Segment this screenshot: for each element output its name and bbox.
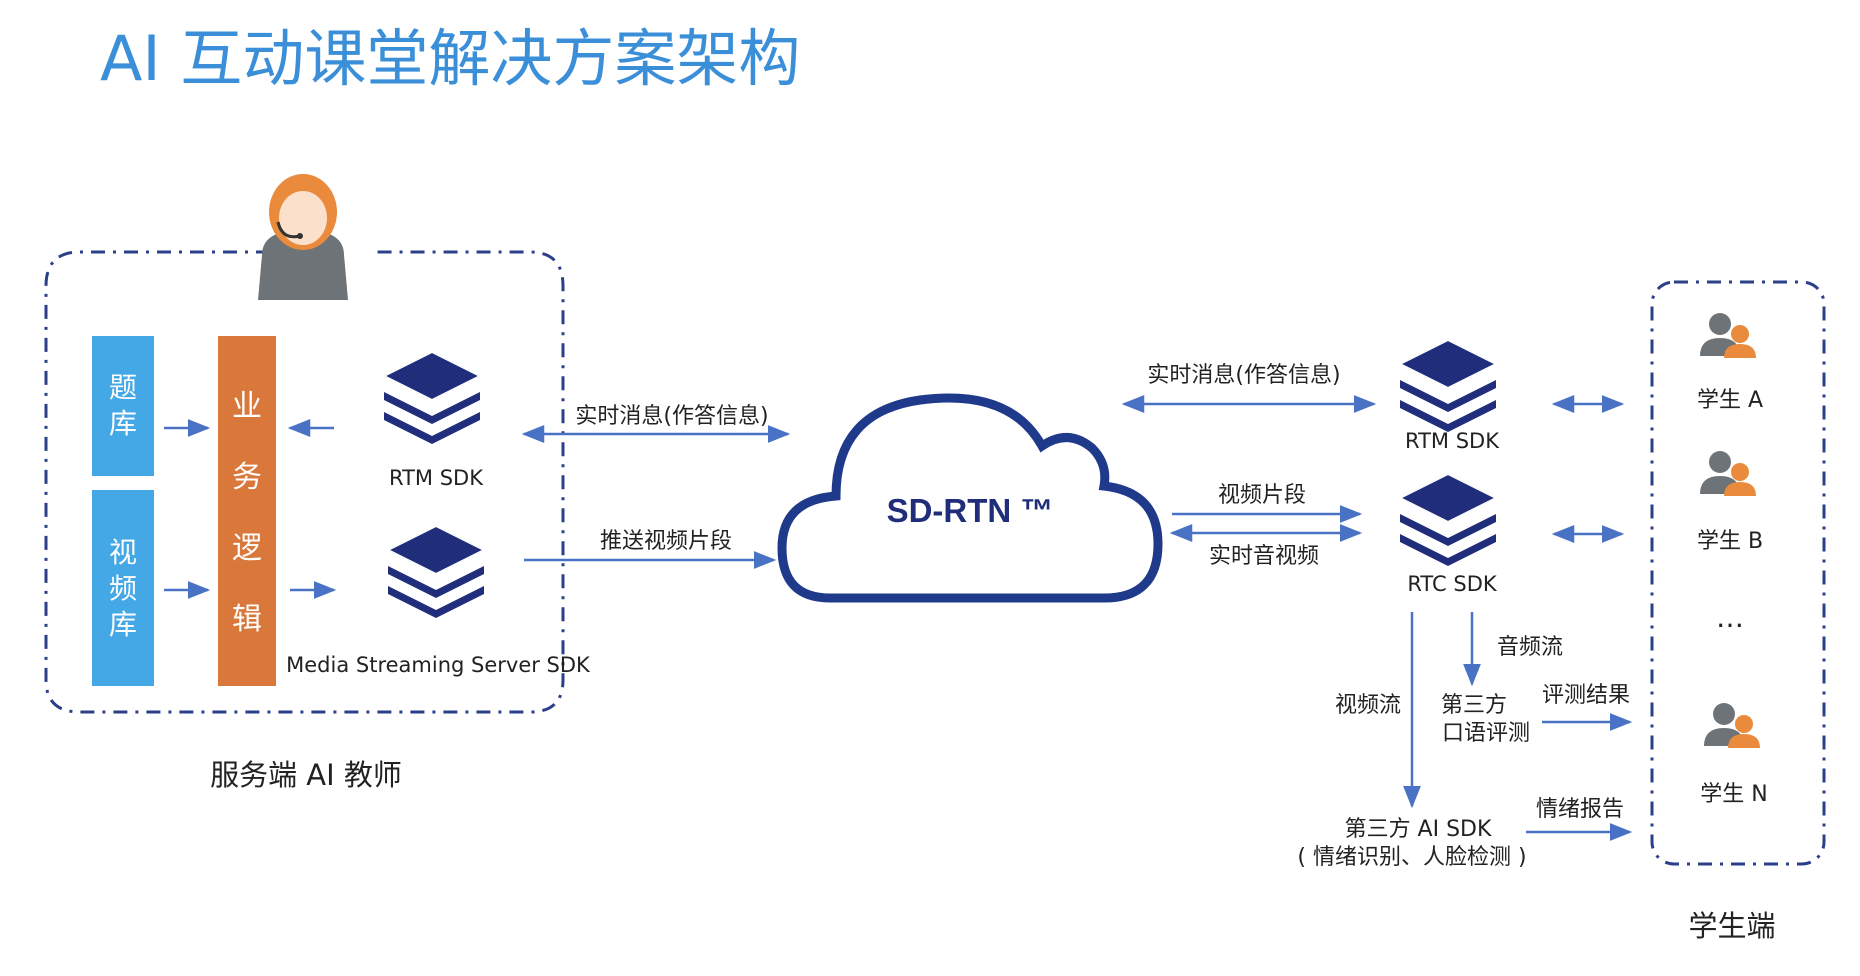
video-bank-box <box>92 490 154 686</box>
student-a-label: 学生 A <box>1697 388 1763 413</box>
right-clip-label: 视频片段 <box>1218 483 1306 508</box>
ai-sdk-line-1: 第三方 AI SDK <box>1345 817 1492 842</box>
client-rtc-sdk-label: RTC SDK <box>1407 572 1497 596</box>
business-logic-box <box>218 336 276 686</box>
student-n-label: 学生 N <box>1700 782 1767 807</box>
client-rtc-stack-icon <box>1399 473 1497 567</box>
video-bank-char-1: 视 <box>109 537 137 568</box>
video-bank-char-3: 库 <box>109 609 137 640</box>
student-a-icon <box>1700 313 1756 358</box>
server-mss-sdk-label: Media Streaming Server SDK <box>286 653 591 677</box>
cloud-label: SD-RTN ™ <box>887 492 1054 529</box>
business-logic-char-4: 辑 <box>232 603 262 636</box>
business-logic-char-2: 务 <box>232 461 262 494</box>
sd-rtn-cloud <box>777 393 1163 603</box>
business-logic-char-1: 业 <box>232 390 262 423</box>
students-caption: 学生端 <box>1688 909 1775 943</box>
emotion-report-label: 情绪报告 <box>1536 797 1624 822</box>
left-msg-label: 实时消息(作答信息) <box>575 404 768 429</box>
question-bank-char-1: 题 <box>109 372 137 403</box>
students-ellipsis: … <box>1716 601 1744 634</box>
oral-eval-line-1: 第三方 <box>1441 693 1507 718</box>
right-av-label: 实时音视频 <box>1209 544 1319 569</box>
teacher-avatar-icon <box>258 174 348 300</box>
video-bank-char-2: 频 <box>109 573 137 604</box>
audio-stream-label: 音频流 <box>1497 635 1563 660</box>
page-title: AI 互动课堂解决方案架构 <box>100 22 800 95</box>
eval-result-label: 评测结果 <box>1542 683 1630 708</box>
right-msg-label: 实时消息(作答信息) <box>1147 363 1340 388</box>
question-bank-char-2: 库 <box>109 408 137 439</box>
students-dashed-border <box>1650 280 1826 866</box>
student-b-icon <box>1700 451 1756 496</box>
left-push-label: 推送视频片段 <box>600 529 732 554</box>
ai-sdk-line-2: ( 情绪识别、人脸检测 ) <box>1297 845 1526 870</box>
server-rtm-stack-icon <box>383 351 481 445</box>
client-rtm-stack-icon <box>1399 339 1497 433</box>
server-mss-stack-icon <box>387 525 485 619</box>
oral-eval-line-2: 口语评测 <box>1442 721 1530 746</box>
server-dashed-border <box>44 250 565 714</box>
student-b-label: 学生 B <box>1697 529 1763 554</box>
video-stream-label: 视频流 <box>1335 693 1401 718</box>
client-rtm-sdk-label: RTM SDK <box>1405 429 1500 453</box>
question-bank-box <box>92 336 154 476</box>
server-rtm-sdk-label: RTM SDK <box>389 466 484 490</box>
student-n-icon <box>1704 703 1760 748</box>
server-caption: 服务端 AI 教师 <box>210 758 402 792</box>
business-logic-char-3: 逻 <box>232 532 262 565</box>
